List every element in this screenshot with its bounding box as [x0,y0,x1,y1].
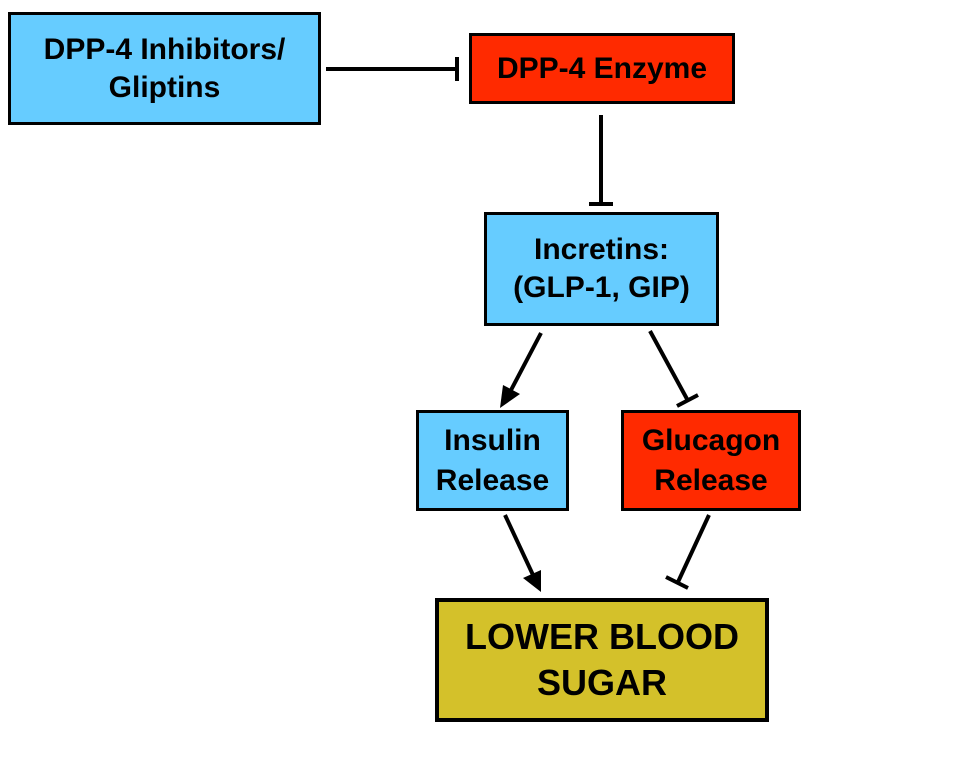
node-outcome-line-2: SUGAR [536,662,667,703]
edge-enzyme-incretins [589,115,613,206]
node-dpp4-inhibitors: DPP-4 Inhibitors/ Gliptins [8,12,321,125]
node-insulin-line-1: Insulin [444,423,541,457]
edge-glucagon-outcome [665,514,711,590]
node-insulin-line-2: Release [435,463,550,497]
node-dpp4-enzyme-label: DPP-4 Enzyme [496,51,708,85]
node-dpp4-inhibitors-line-1: DPP-4 Inhibitors/ [43,32,286,66]
node-glucagon-line-2: Release [654,463,768,497]
node-insulin-release: Insulin Release [416,410,569,511]
node-dpp4-enzyme: DPP-4 Enzyme [469,33,735,104]
node-glucagon-line-1: Glucagon [641,423,781,457]
node-outcome-line-1: LOWER BLOOD [465,616,739,657]
edge-inhibitors-enzyme [326,57,459,81]
node-dpp4-inhibitors-line-2: Gliptins [108,70,221,104]
node-incretins: Incretins: (GLP-1, GIP) [484,212,719,326]
edge-incretins-glucagon [648,330,699,408]
node-lower-blood-sugar: LOWER BLOOD SUGAR [435,598,769,722]
node-glucagon-release: Glucagon Release [621,410,801,511]
node-incretins-line-1: Incretins: [533,233,670,266]
edge-insulin-outcome [503,514,541,592]
edge-incretins-insulin [500,332,543,408]
node-incretins-line-2: (GLP-1, GIP) [513,271,690,304]
